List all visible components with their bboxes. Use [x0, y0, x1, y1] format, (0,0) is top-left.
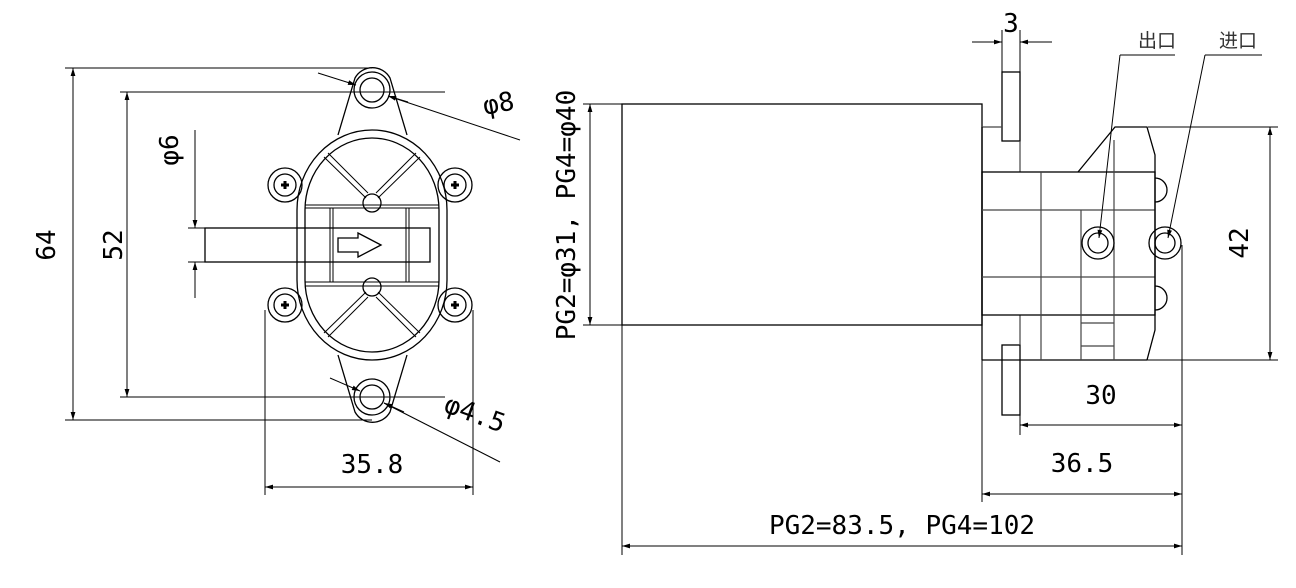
- screw-head: [1154, 285, 1168, 311]
- dim-label-52: 52: [99, 229, 129, 260]
- dim-label-30: 30: [1085, 381, 1116, 411]
- motor-body: [621, 103, 983, 326]
- dimension-30: 30: [1019, 245, 1183, 555]
- dimension-52: 52: [99, 91, 445, 398]
- flange-bottom: [1001, 344, 1021, 416]
- side-view: PG2=φ31, PG4=φ40: [552, 9, 1278, 555]
- dim-label-35-8: 35.8: [341, 450, 404, 480]
- screw-icon: [437, 167, 473, 203]
- dim-label-64: 64: [32, 229, 62, 260]
- flow-arrow-icon: [337, 231, 383, 259]
- dimension-ear-diameter: φ8: [317, 72, 521, 141]
- outlet-port: [1081, 226, 1115, 260]
- dim-label-total-length: PG2=83.5, PG4=102: [769, 511, 1035, 541]
- dimension-total-length: PG2=83.5, PG4=102: [621, 325, 1182, 555]
- outlet-label: 出口: [1138, 30, 1176, 52]
- dimension-42: 42: [1147, 126, 1278, 361]
- flange-top: [1001, 71, 1021, 142]
- pump-head-side: [981, 71, 1182, 416]
- screw-head: [1154, 177, 1168, 203]
- dimension-3: 3: [972, 9, 1052, 72]
- inlet-label: 进口: [1219, 30, 1257, 52]
- screw-icon: [437, 287, 473, 323]
- dim-label-3: 3: [1003, 9, 1019, 39]
- dim-label-shaft: φ6: [155, 134, 185, 165]
- dim-label-hole-diameter: φ4.5: [440, 390, 509, 440]
- motor-shaft: [204, 227, 431, 263]
- inlet-port: [1148, 226, 1182, 260]
- dimension-36-5: 36.5: [981, 360, 1182, 502]
- front-view: 64 52 φ6: [32, 67, 521, 495]
- inlet-callout: 进口: [1167, 30, 1262, 239]
- screw-icon: [267, 287, 303, 323]
- dim-label-ear-diameter: φ8: [481, 87, 517, 122]
- dim-label-42: 42: [1225, 227, 1255, 258]
- dimension-35-8: 35.8: [264, 310, 474, 495]
- mount-ear-bottom: [353, 378, 391, 416]
- outlet-callout: 出口: [1097, 30, 1176, 239]
- dim-label-36-5: 36.5: [1051, 449, 1114, 479]
- mount-ear-top: [353, 71, 391, 109]
- pump-body-front: [204, 67, 473, 423]
- dimension-64: 64: [32, 67, 372, 421]
- dimension-shaft: φ6: [155, 130, 205, 298]
- dim-label-motor-diameter: PG2=φ31, PG4=φ40: [552, 90, 582, 340]
- screw-icon: [267, 167, 303, 203]
- dimension-motor-diameter: PG2=φ31, PG4=φ40: [552, 90, 622, 340]
